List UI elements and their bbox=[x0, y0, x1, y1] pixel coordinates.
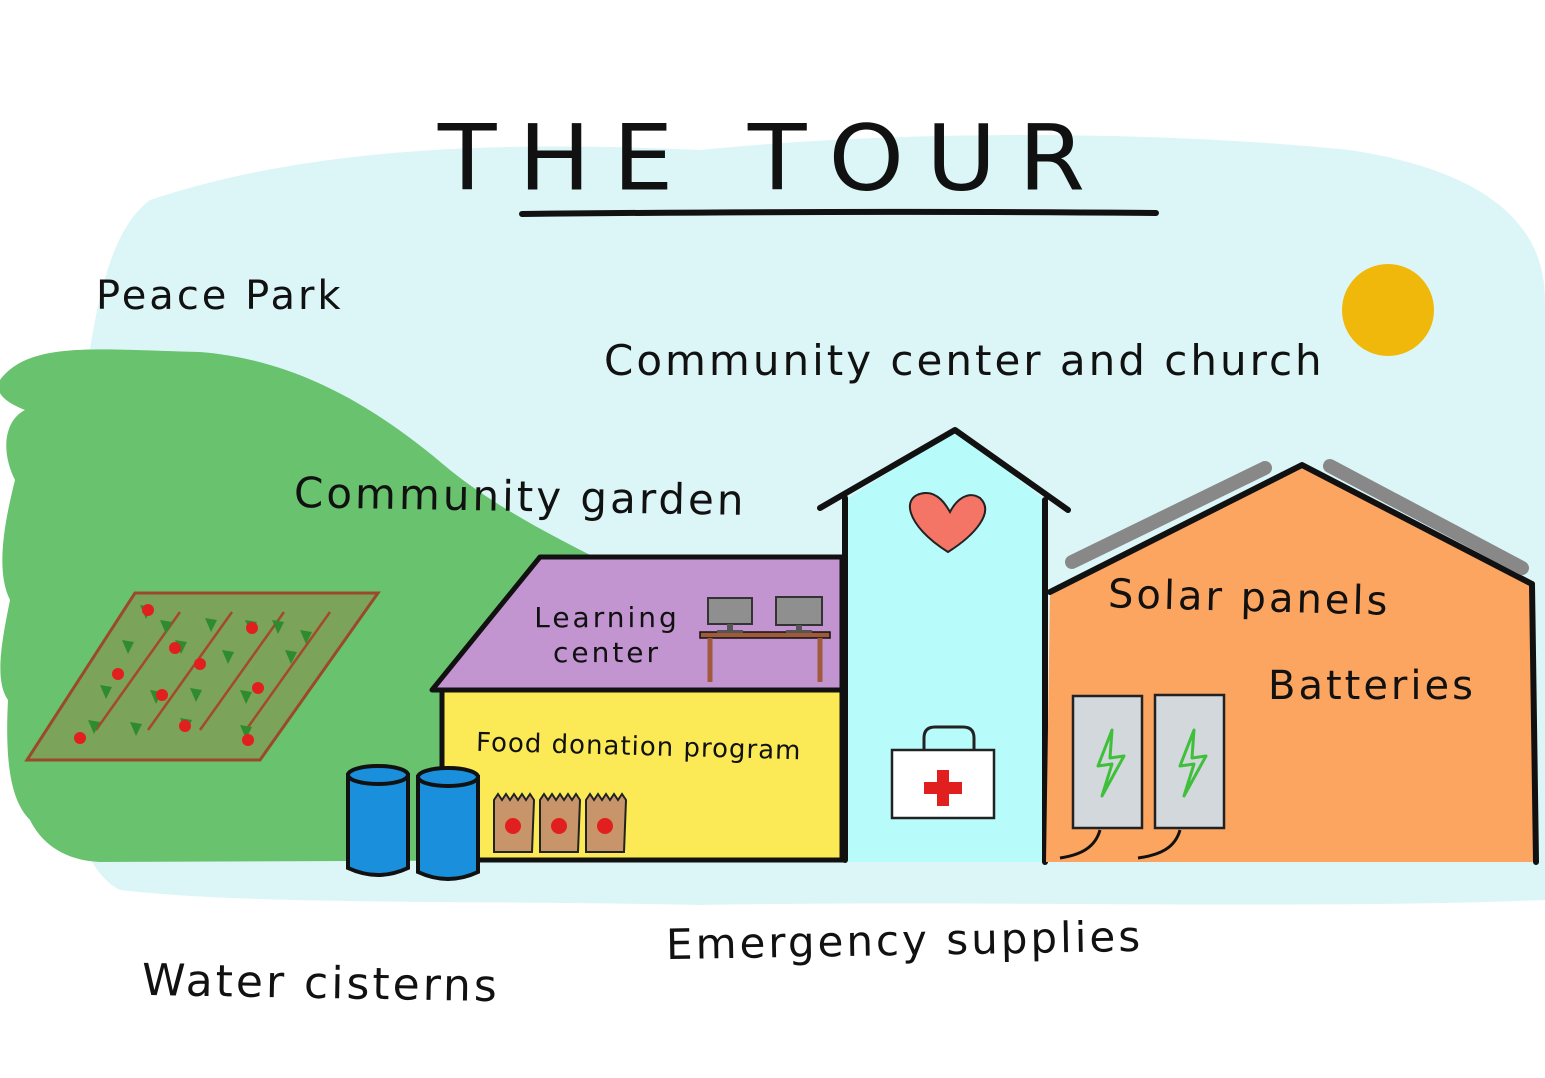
solar-panel bbox=[1323, 459, 1529, 575]
water-cistern bbox=[346, 764, 410, 877]
food-bag bbox=[585, 792, 628, 853]
label-water-cisterns: Water cisterns bbox=[141, 954, 501, 1013]
water-cisterns bbox=[346, 764, 480, 881]
heart-icon bbox=[909, 491, 987, 554]
sun-icon bbox=[1342, 264, 1434, 356]
food-bag bbox=[539, 792, 582, 853]
label-community-center: Community center and church bbox=[604, 336, 1325, 385]
computer-monitor-icon bbox=[775, 596, 823, 633]
lightning-bolt-icon bbox=[1096, 728, 1126, 798]
computer-desk bbox=[699, 596, 831, 682]
food-bags bbox=[493, 792, 628, 853]
apple-icon bbox=[597, 818, 613, 834]
first-aid-kit-icon bbox=[890, 725, 996, 820]
label-community-garden: Community garden bbox=[293, 468, 747, 525]
label-learning-center-line2: center bbox=[552, 636, 662, 669]
computer-monitor-icon bbox=[707, 597, 753, 633]
water-cistern bbox=[416, 766, 480, 881]
solar-panel bbox=[1065, 461, 1272, 569]
garden-plot bbox=[24, 591, 381, 762]
label-batteries: Batteries bbox=[1268, 663, 1476, 709]
food-bag bbox=[493, 792, 536, 853]
label-learning-center-line1: Learning bbox=[534, 601, 680, 634]
label-emergency-supplies: Emergency supplies bbox=[665, 911, 1144, 970]
apple-icon bbox=[551, 818, 567, 834]
label-solar-panels: Solar panels bbox=[1107, 571, 1392, 625]
battery bbox=[1059, 694, 1144, 860]
label-peace-park: Peace Park bbox=[96, 273, 344, 319]
title-underline bbox=[519, 208, 1159, 217]
apple-icon bbox=[505, 818, 521, 834]
battery bbox=[1137, 693, 1226, 860]
label-learning-center: Learning center bbox=[532, 600, 682, 670]
lightning-bolt-icon bbox=[1178, 728, 1208, 798]
page-title: THE TOUR bbox=[437, 104, 1108, 212]
